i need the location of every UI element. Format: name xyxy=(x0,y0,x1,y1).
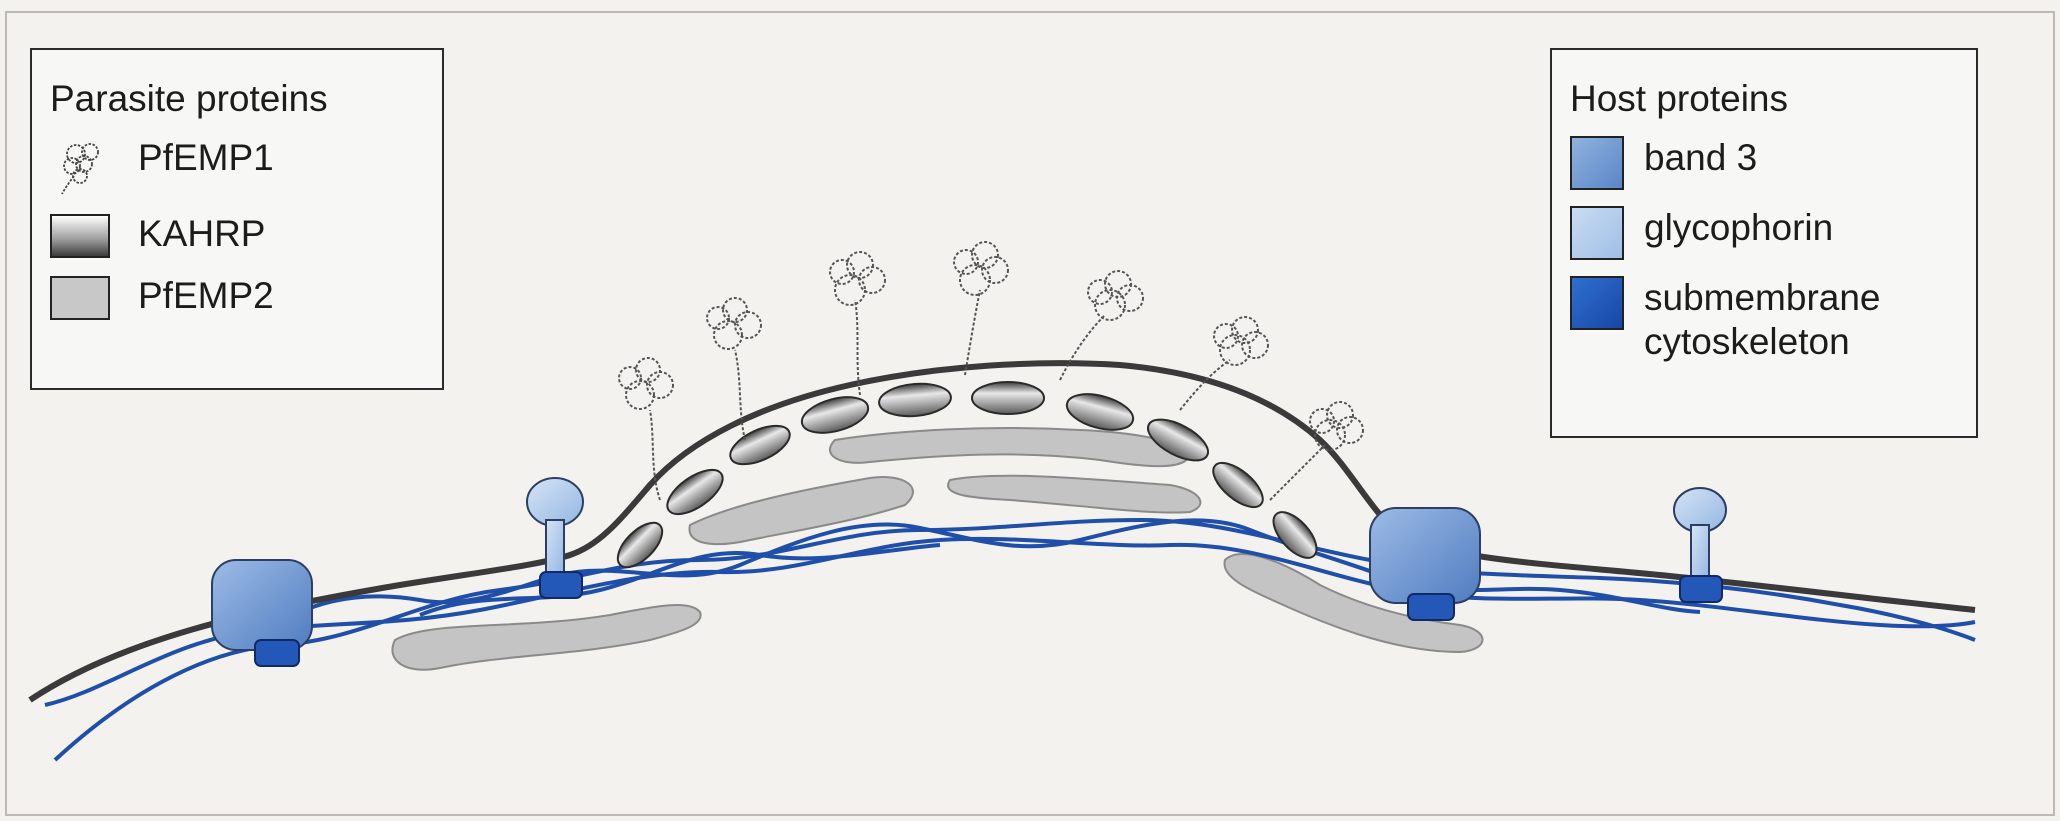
legend-label-pfemp1: PfEMP1 xyxy=(138,136,274,180)
kahrp-ellipse xyxy=(1266,505,1324,565)
legend-label-cytoskeleton: submembrane cytoskeleton xyxy=(1644,276,1881,364)
spectrin-strand xyxy=(55,520,1975,760)
pfemp1-layer xyxy=(619,242,1363,500)
pfemp2-shape xyxy=(830,428,1190,466)
pfemp1-coil xyxy=(830,252,885,395)
pfemp2-shape xyxy=(948,476,1200,513)
legend-item-glycophorin: glycophorin xyxy=(1570,206,1976,260)
pfemp2-swatch xyxy=(50,276,110,320)
legend-label-pfemp2: PfEMP2 xyxy=(138,274,274,318)
kahrp-ellipse xyxy=(972,382,1044,414)
cytoskeleton-swatch xyxy=(1570,276,1624,330)
cytoskeleton-block xyxy=(1408,594,1454,620)
host-proteins-legend: Host proteins band 3 glycophorin submemb… xyxy=(1550,48,1978,438)
legend-title: Host proteins xyxy=(1570,78,1976,120)
glycophorin-swatch xyxy=(1570,206,1624,260)
cytoskeleton-block xyxy=(255,640,299,666)
band3-protein xyxy=(1370,508,1480,603)
band3-swatch xyxy=(1570,136,1624,190)
legend-label-cytoskeleton-line2: cytoskeleton xyxy=(1644,321,1850,362)
glycophorin-protein xyxy=(1674,488,1726,580)
legend-item-band3: band 3 xyxy=(1570,136,1976,190)
spectrin-strand xyxy=(45,539,1975,705)
kahrp-ellipse xyxy=(1206,455,1270,515)
legend-label-band3: band 3 xyxy=(1644,136,1757,180)
legend-title: Parasite proteins xyxy=(50,78,442,120)
cytoskeleton-block xyxy=(540,572,582,598)
pfemp1-coil xyxy=(619,358,673,500)
legend-item-pfemp1: PfEMP1 xyxy=(50,136,442,196)
spectrin-network xyxy=(45,520,1975,760)
legend-label-glycophorin: glycophorin xyxy=(1644,206,1833,250)
legend-item-cytoskeleton: submembrane cytoskeleton xyxy=(1570,276,1976,364)
kahrp-ellipse xyxy=(878,381,953,419)
legend-label-kahrp: KAHRP xyxy=(138,212,265,256)
cytoskeleton-block xyxy=(1680,576,1722,602)
parasite-proteins-legend: Parasite proteins PfEMP1 KAHRP PfEMP2 xyxy=(30,48,444,390)
kahrp-swatch xyxy=(50,214,110,258)
legend-label-submembrane: submembrane xyxy=(1644,277,1881,318)
legend-item-kahrp: KAHRP xyxy=(50,212,442,258)
pfemp1-coil-icon xyxy=(50,136,110,196)
legend-item-pfemp2: PfEMP2 xyxy=(50,274,442,320)
pfemp1-coil xyxy=(954,242,1008,375)
band3-protein xyxy=(212,560,312,650)
